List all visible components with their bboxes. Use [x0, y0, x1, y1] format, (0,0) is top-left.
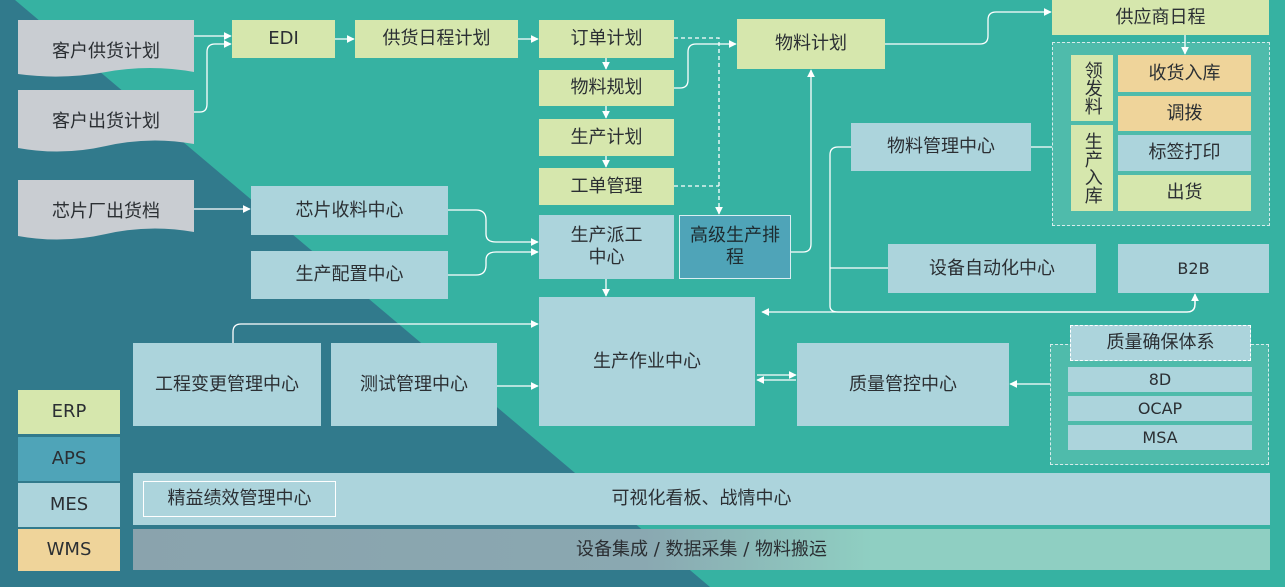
equipment-integration-bar: 设备集成 / 数据采集 / 物料搬运 [133, 529, 1270, 570]
equipment-automation-box: 设备自动化中心 [888, 244, 1096, 293]
doc-label: 客户供货计划 [52, 41, 160, 62]
b2b-box: B2B [1118, 244, 1269, 293]
supplier-schedule-box: 供应商日程 [1052, 0, 1269, 35]
legend-mes: MES [18, 483, 120, 527]
doc-chip-factory-shipment: 芯片厂出货档 [18, 180, 194, 244]
test-mgmt-box: 测试管理中心 [331, 343, 497, 426]
doc-customer-supply-plan: 客户供货计划 [18, 20, 194, 82]
production-dispatch-label: 生产派工中心 [570, 225, 643, 268]
order-plan-box: 订单计划 [539, 20, 674, 58]
edi-box: EDI [232, 20, 335, 58]
material-mgmt-box: 物料管理中心 [851, 123, 1031, 171]
quality-item-ocap: OCAP [1068, 396, 1252, 421]
doc-label: 客户出货计划 [52, 111, 160, 132]
production-operation-box: 生产作业中心 [539, 297, 755, 426]
issue-material-box: 领发料 [1071, 55, 1113, 121]
production-config-box: 生产配置中心 [251, 251, 448, 299]
production-warehousing-box: 生产入库 [1071, 125, 1113, 211]
work-order-mgmt-box: 工单管理 [539, 168, 674, 205]
quality-control-box: 质量管控中心 [797, 343, 1009, 426]
legend-aps: APS [18, 437, 120, 481]
production-dispatch-box: 生产派工中心 [539, 215, 674, 279]
chip-receiving-box: 芯片收料中心 [251, 186, 448, 235]
engineering-change-box: 工程变更管理中心 [133, 343, 321, 426]
doc-label: 芯片厂出货档 [52, 201, 160, 222]
label-print-box: 标签打印 [1118, 135, 1251, 171]
supply-schedule-box: 供货日程计划 [355, 20, 518, 58]
legend-erp: ERP [18, 390, 120, 434]
advanced-scheduling-box: 高级生产排程 [679, 215, 791, 279]
quality-item-8d: 8D [1068, 367, 1252, 392]
production-plan-box: 生产计划 [539, 119, 674, 156]
doc-customer-shipment-plan: 客户出货计划 [18, 90, 194, 156]
quality-item-msa: MSA [1068, 425, 1252, 450]
transfer-box: 调拨 [1118, 96, 1251, 131]
legend-wms: WMS [18, 529, 120, 571]
material-planning-box: 物料规划 [539, 70, 674, 106]
material-plan-box: 物料计划 [737, 19, 885, 69]
lean-performance-box: 精益绩效管理中心 [143, 481, 336, 517]
advanced-scheduling-label: 高级生产排程 [690, 225, 780, 268]
visual-board-label: 可视化看板、战情中心 [611, 488, 792, 510]
quality-system-box: 质量确保体系 [1070, 325, 1251, 361]
shipping-box: 出货 [1118, 175, 1251, 211]
receiving-box: 收货入库 [1118, 55, 1251, 92]
